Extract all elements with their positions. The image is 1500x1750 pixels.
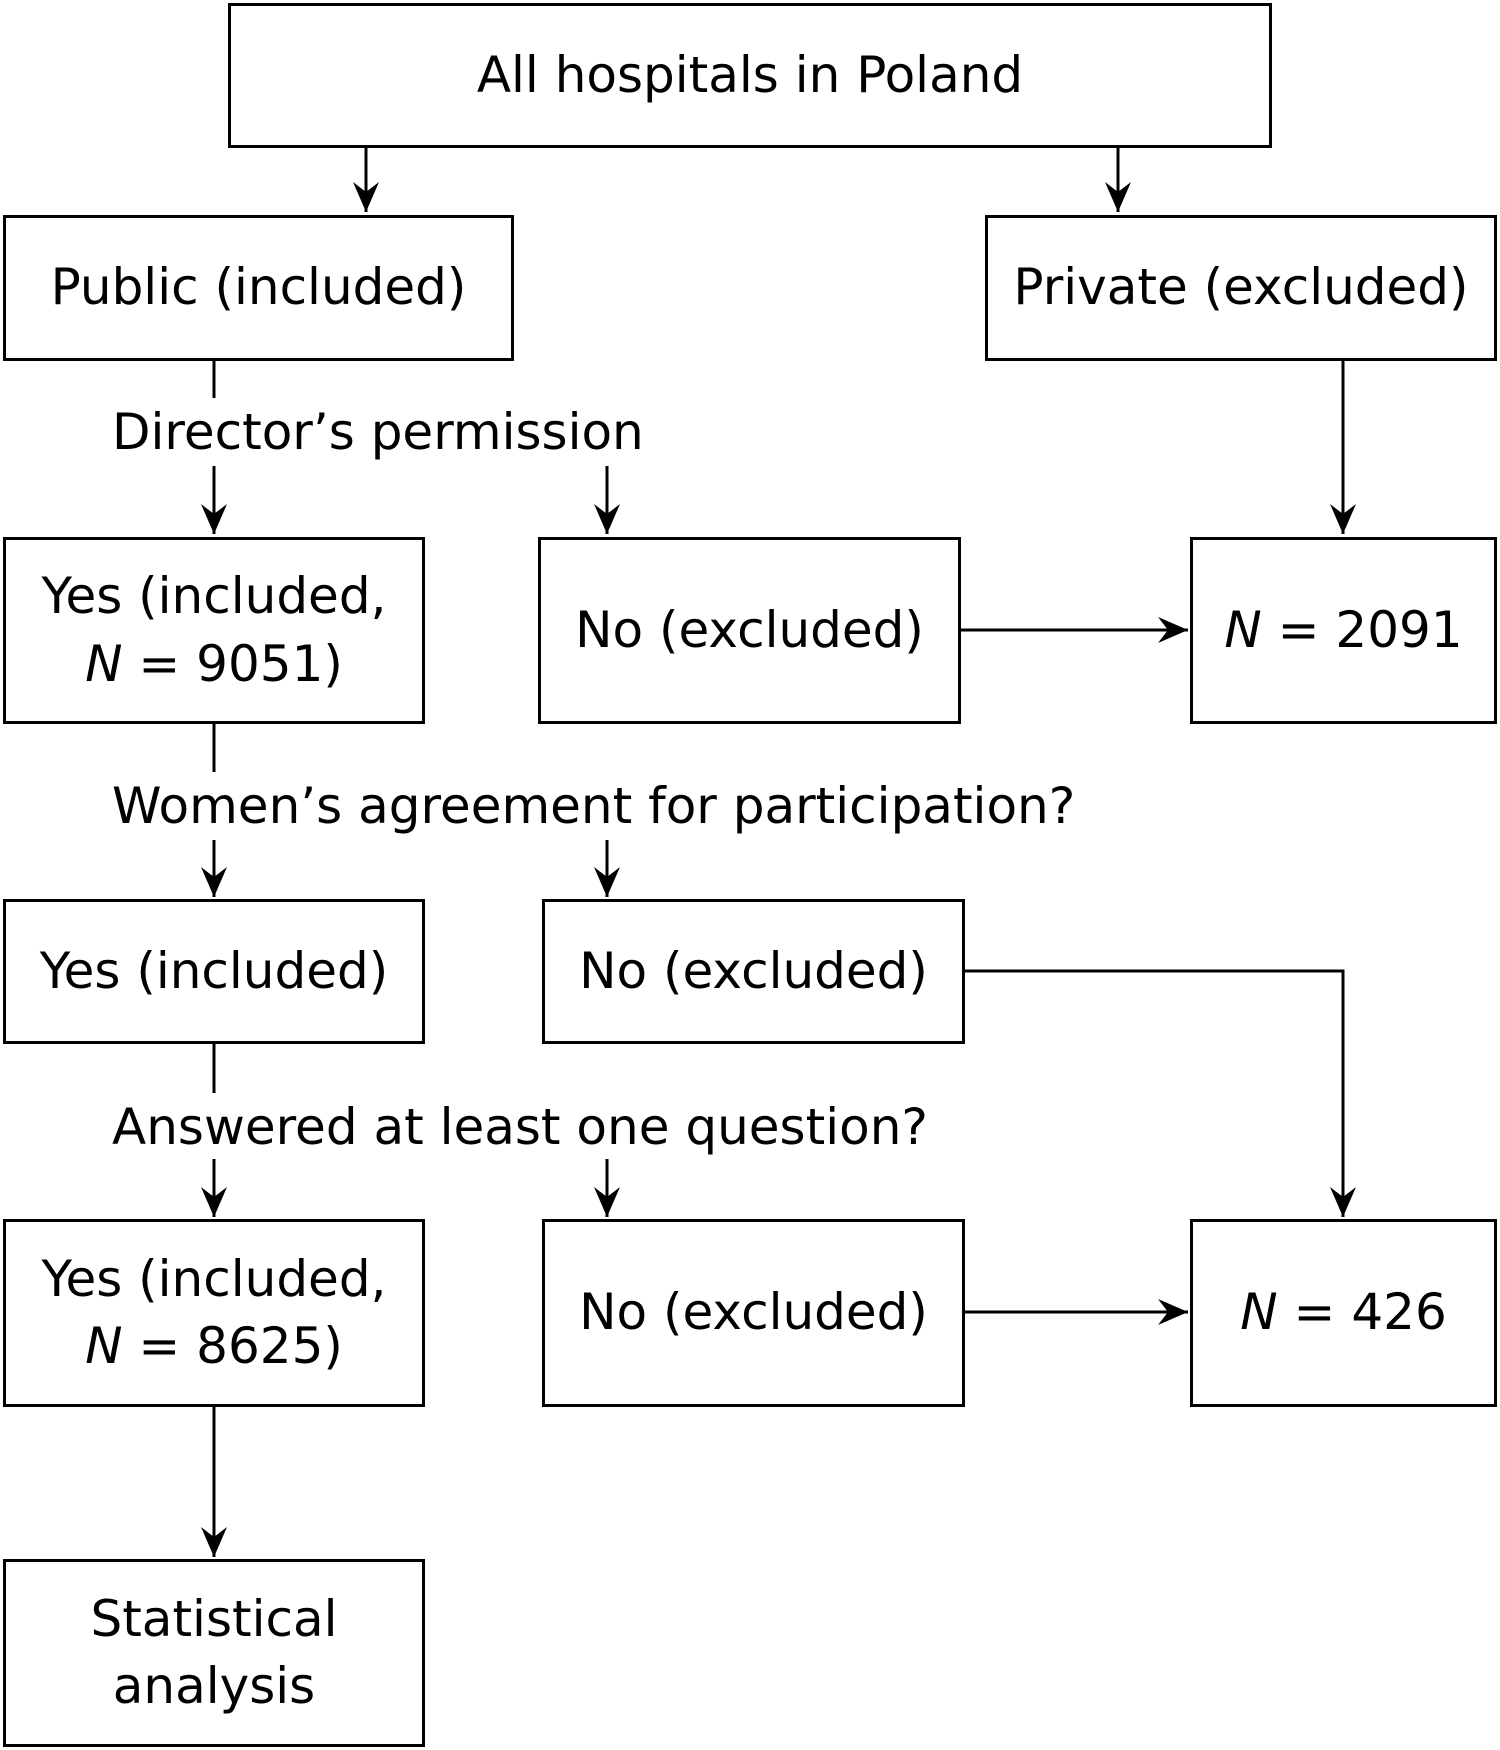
arrowhead [1158,1299,1188,1325]
node-excluded-426-count: = 426 [1277,1283,1447,1342]
n-symbol: N [85,1317,123,1375]
node-answered-no-text: No (excluded) [579,1283,928,1342]
node-director-yes-line2: N = 9051) [85,631,343,699]
n-symbol: N [1240,1283,1278,1342]
arrowhead [201,504,227,534]
node-statistical-analysis: Statistical analysis [3,1559,425,1747]
decision-answered-question: Answered at least one question? [110,1098,930,1156]
node-all-hospitals: All hospitals in Poland [228,3,1272,148]
arrowhead [1105,182,1131,212]
node-women-no: No (excluded) [542,899,965,1044]
arrowhead [1158,617,1188,643]
node-director-yes-line1: Yes (included, [41,567,387,625]
arrowhead [1330,504,1356,534]
n-symbol: N [85,634,123,693]
node-public-text: Public (included) [50,258,467,317]
node-women-yes: Yes (included) [3,899,425,1044]
node-all-hospitals-text: All hospitals in Poland [476,45,1024,104]
node-excluded-2091-line: N = 2091 [1224,597,1462,665]
node-excluded-2091-count: = 2091 [1261,600,1463,659]
arrow-women-no-to-n426 [965,969,1345,1217]
node-public: Public (included) [3,215,514,361]
arrowhead [594,867,620,897]
node-women-no-text: No (excluded) [579,941,928,1000]
node-answered-yes: Yes (included, N = 8625) [3,1219,425,1407]
node-director-yes-count: = 9051) [122,634,343,693]
arrowhead [594,1187,620,1217]
node-women-yes-text: Yes (included) [39,941,389,1000]
node-answered-no: No (excluded) [542,1219,965,1407]
arrowhead [1330,1187,1356,1217]
node-answered-yes-line2: N = 8625) [85,1313,343,1381]
node-statistical-line1: Statistical [90,1589,338,1648]
decision-director-permission: Director’s permission [110,403,646,461]
n-symbol: N [1224,600,1262,659]
node-director-no-text: No (excluded) [575,600,924,659]
node-excluded-2091: N = 2091 [1190,537,1497,724]
node-private-text: Private (excluded) [1013,258,1469,317]
arrowhead [201,1527,227,1557]
arrowhead [201,1187,227,1217]
node-statistical-line2: analysis [112,1657,316,1715]
node-excluded-426-line: N = 426 [1240,1279,1447,1347]
decision-women-agreement: Women’s agreement for participation? [110,777,1078,835]
node-excluded-426: N = 426 [1190,1219,1497,1407]
arrowhead [594,504,620,534]
node-answered-yes-count: = 8625) [122,1317,343,1375]
arrowhead [353,182,379,212]
node-director-no: No (excluded) [538,537,961,724]
node-director-yes: Yes (included, N = 9051) [3,537,425,724]
node-answered-yes-line1: Yes (included, [41,1249,387,1308]
arrowhead [201,867,227,897]
node-private: Private (excluded) [985,215,1497,361]
